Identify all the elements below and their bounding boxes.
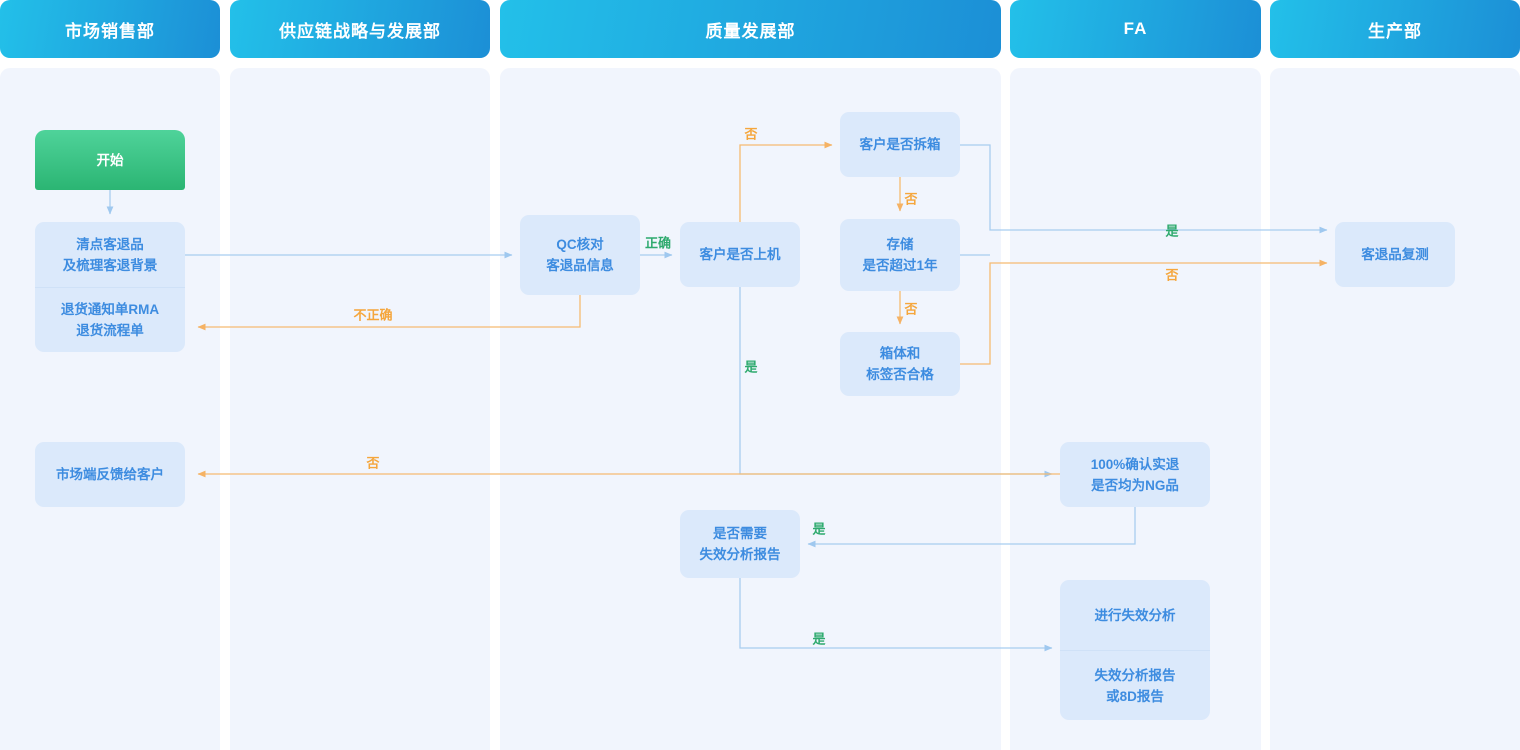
lane-production: 生产部 (1270, 0, 1520, 750)
node-do-fa-line-0: 进行失效分析 (1094, 607, 1176, 623)
node-rma-form-line-0: 退货通知单RMA (60, 302, 160, 317)
edge-label-lbl-qc-incorrect: 不正确 (353, 307, 393, 323)
lane-supply-chain-body (230, 68, 490, 750)
node-box-label-ok-line-1: 标签否合格 (866, 367, 934, 382)
edge-label-lbl-storage-no: 否 (904, 301, 918, 317)
lane-supply-chain: 供应链战略与发展部 (230, 0, 490, 750)
lane-production-title: 生产部 (1368, 21, 1422, 41)
node-customer-boot[interactable]: 客户是否上机 (680, 222, 800, 287)
node-fa-report[interactable]: 失效分析报告或8D报告 (1060, 650, 1210, 720)
node-retest[interactable]: 客退品复测 (1335, 222, 1455, 287)
edge-label-lbl-ng-yes: 是 (812, 521, 826, 537)
edge-label-lbl-ng-no: 否 (366, 455, 380, 471)
node-qc-check[interactable]: QC核对客退品信息 (520, 215, 640, 295)
edge-label-lbl-boot-no: 否 (744, 126, 758, 142)
node-fa-report-need-line-0: 是否需要 (713, 526, 767, 541)
node-rma-form-line-1: 退货流程单 (76, 323, 144, 338)
node-ng-confirm-line-1: 是否均为NG品 (1091, 477, 1179, 493)
node-fa-report-need[interactable]: 是否需要失效分析报告 (680, 510, 800, 578)
node-qc-check-line-1: 客退品信息 (546, 258, 614, 273)
node-customer-boot-line-0: 客户是否上机 (699, 247, 781, 262)
node-do-fa[interactable]: 进行失效分析 (1060, 580, 1210, 650)
node-qc-check-line-0: QC核对 (556, 237, 604, 252)
edge-label-lbl-retest-no: 否 (1165, 267, 1179, 283)
node-unbox[interactable]: 客户是否拆箱 (840, 112, 960, 177)
node-storage-1year-line-1: 是否超过1年 (862, 258, 938, 273)
lane-market-sales: 市场销售部 (0, 0, 220, 750)
node-box-label-ok[interactable]: 箱体和标签否合格 (840, 332, 960, 396)
node-unbox-line-0: 客户是否拆箱 (859, 137, 941, 152)
edge-label-lbl-retest-yes: 是 (1165, 223, 1179, 239)
node-storage-1year-line-0: 存储 (886, 237, 914, 252)
edge-label-lbl-boot-yes: 是 (744, 359, 758, 375)
node-count-returns[interactable]: 清点客退品及梳理客退背景 (35, 222, 185, 287)
lane-production-header[interactable]: 生产部 (1270, 0, 1520, 58)
lane-supply-chain-title: 供应链战略与发展部 (279, 21, 441, 41)
lane-quality-title: 质量发展部 (705, 21, 796, 41)
lane-fa-title: FA (1123, 19, 1148, 38)
node-count-returns-line-0: 清点客退品 (76, 236, 144, 252)
node-fa-report-line-1: 或8D报告 (1106, 688, 1164, 704)
node-ng-confirm-line-0: 100%确认实退 (1090, 456, 1180, 472)
lane-quality-header[interactable]: 质量发展部 (500, 0, 1001, 58)
lane-fa-header[interactable]: FA (1010, 0, 1261, 58)
node-market-feedback[interactable]: 市场端反馈给客户 (35, 442, 185, 507)
edge-label-lbl-unbox-no: 否 (904, 191, 918, 207)
lane-production-body (1270, 68, 1520, 750)
edge-label-lbl-fa-yes: 是 (812, 631, 826, 647)
lane-market-sales-header[interactable]: 市场销售部 (0, 0, 220, 58)
node-fa-report-need-line-1: 失效分析报告 (699, 547, 781, 562)
node-ng-confirm[interactable]: 100%确认实退是否均为NG品 (1060, 442, 1210, 507)
node-market-feedback-line-0: 市场端反馈给客户 (56, 467, 164, 482)
node-box-label-ok-line-0: 箱体和 (879, 346, 921, 361)
edge-label-lbl-qc-correct: 正确 (644, 235, 672, 251)
lane-supply-chain-header[interactable]: 供应链战略与发展部 (230, 0, 490, 58)
node-count-returns-line-1: 及梳理客退背景 (62, 257, 158, 273)
node-start-line-0: 开始 (96, 152, 124, 168)
node-start[interactable]: 开始 (35, 130, 185, 190)
node-storage-1year[interactable]: 存储是否超过1年 (840, 219, 960, 291)
node-rma-form[interactable]: 退货通知单RMA 退货流程单 (35, 287, 185, 352)
lane-market-sales-title: 市场销售部 (65, 21, 155, 41)
node-retest-line-0: 客退品复测 (1361, 247, 1429, 262)
node-fa-report-line-0: 失效分析报告 (1094, 667, 1176, 683)
